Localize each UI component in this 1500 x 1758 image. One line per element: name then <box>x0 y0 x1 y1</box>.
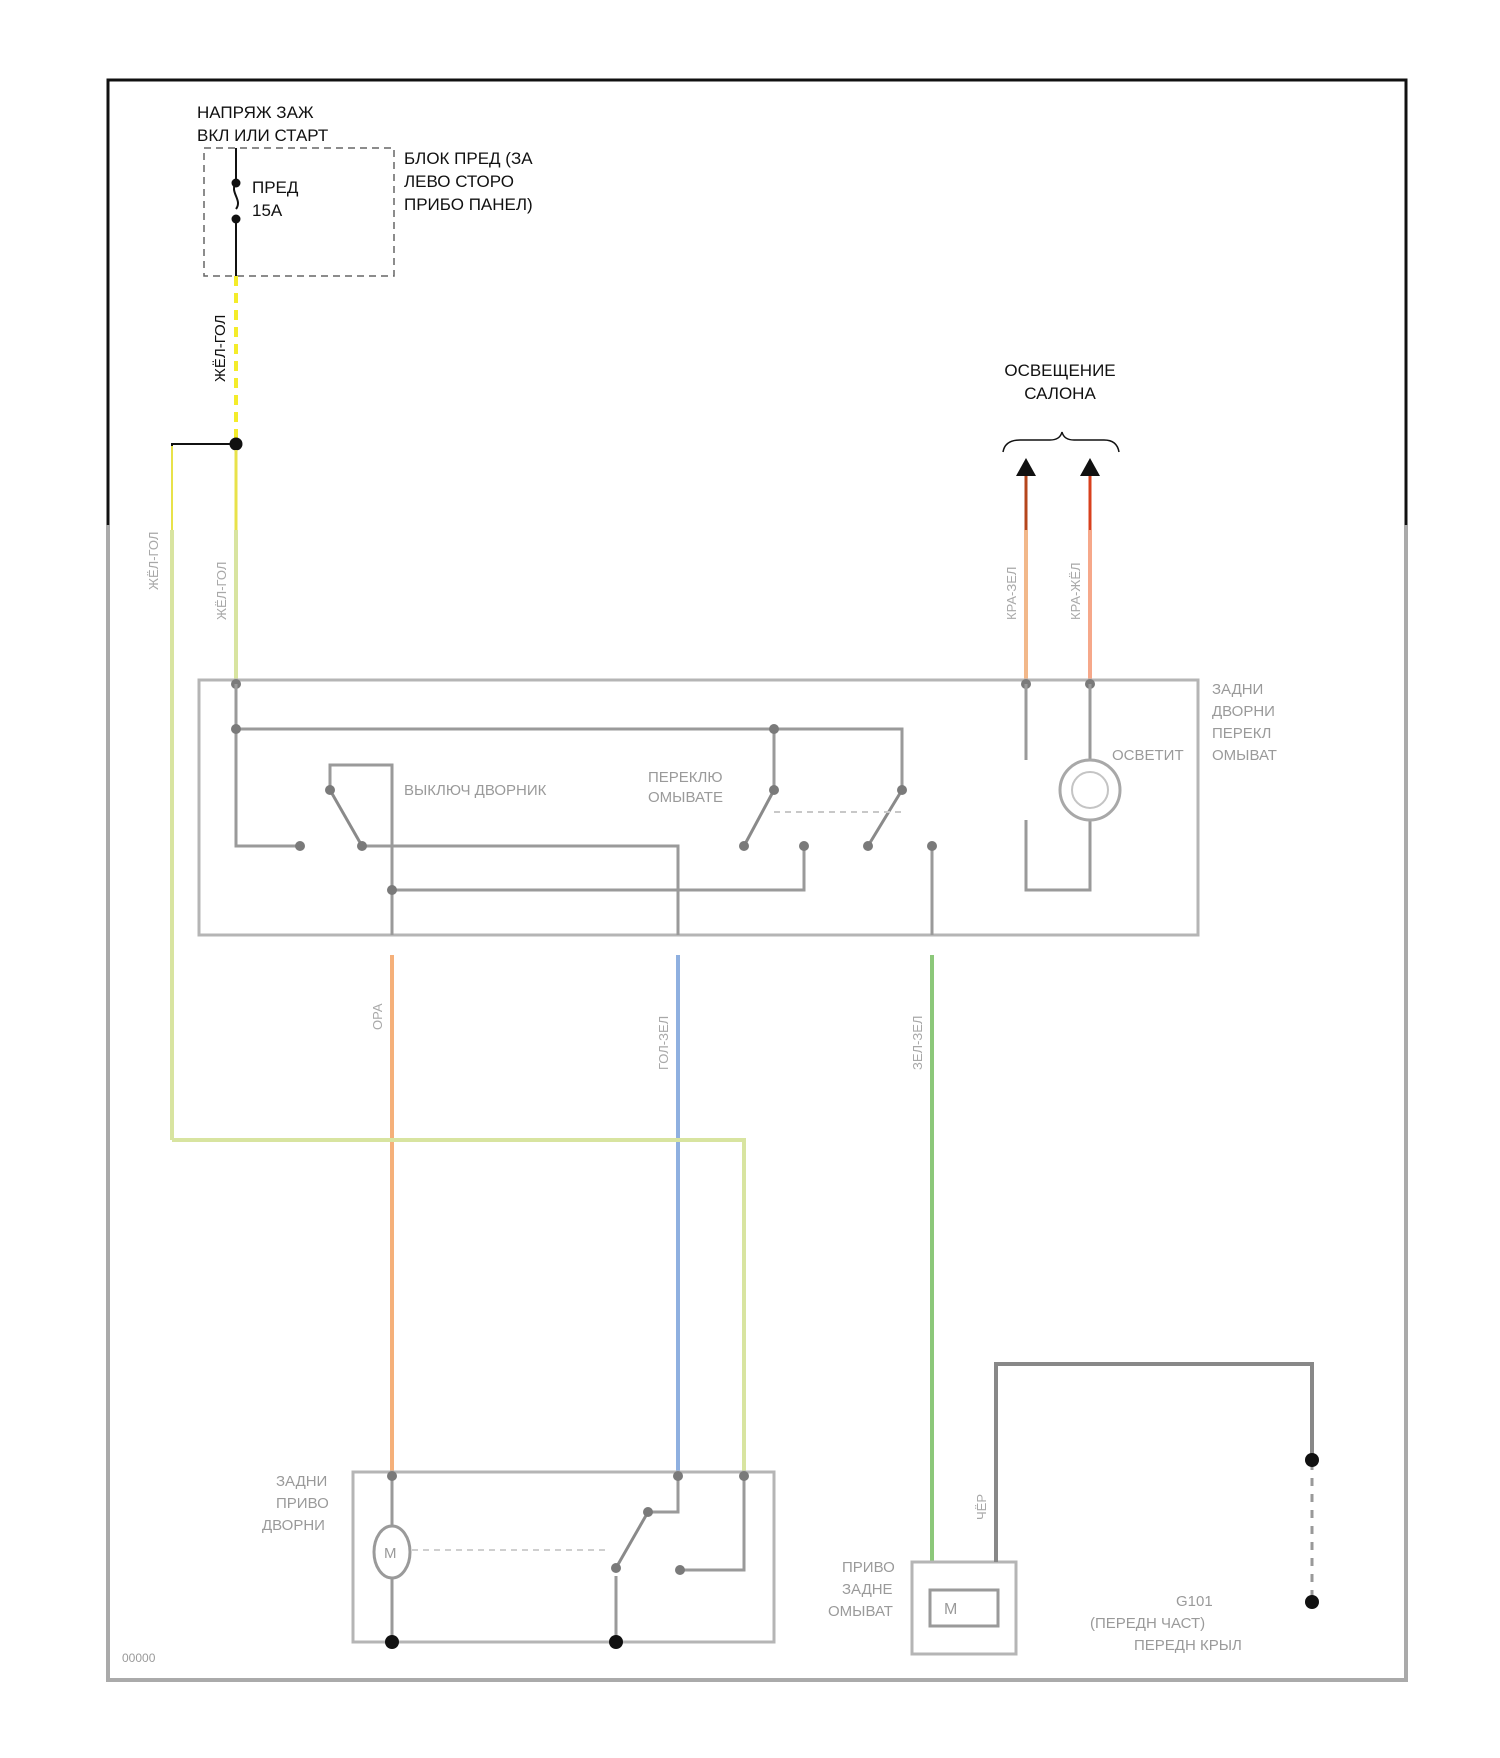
fuse-block-label-line2: ЛЕВО СТОРО <box>404 172 514 191</box>
wire-tag: КРА-ЖЁЛ <box>1068 562 1083 620</box>
pump-text: ЗАДНЕ <box>842 1581 893 1598</box>
wire-tag: ГОЛ-ЗЕЛ <box>656 1016 671 1070</box>
motor-text: ПРИВО <box>276 1495 329 1512</box>
motor-contact-dots <box>385 1471 749 1649</box>
fuse-label-line1: ПРЕД <box>252 178 299 197</box>
switch-text: ОСВЕТИТ <box>1112 747 1184 764</box>
pump-motor-icon <box>930 1590 998 1626</box>
ground-text: G101 <box>1176 1593 1213 1610</box>
switch-text: ОМЫВАТЕ <box>648 789 723 806</box>
switch-text: ОМЫВАТ <box>1212 747 1277 764</box>
rear-wiper-motor-box <box>353 1472 774 1642</box>
interior-light-brace <box>1003 432 1119 452</box>
wire-tag: ЗЕЛ-ЗЕЛ <box>910 1016 925 1070</box>
wire-tag: ЧЁР <box>974 1494 989 1520</box>
switch-text: ВЫКЛЮЧ ДВОРНИК <box>404 782 547 799</box>
arrow-up-icon <box>1016 458 1036 476</box>
wire-tag: ЖЁЛ-ГОЛ <box>214 562 229 620</box>
svg-text:M: M <box>384 1545 397 1562</box>
arrow-up-icon <box>1080 458 1100 476</box>
pump-text: ОМЫВАТ <box>828 1603 893 1620</box>
fuse-icon <box>232 148 241 276</box>
switch-internal-wiring <box>236 684 1090 935</box>
ground-connector-dot <box>1305 1595 1319 1609</box>
fuse-label-line2: 15A <box>252 201 283 220</box>
wire-tag: ОРА <box>370 1003 385 1030</box>
wire-tag: КРА-ЗЕЛ <box>1004 567 1019 620</box>
lamp-icon <box>1060 760 1120 820</box>
branch-wire-yellow <box>172 444 236 530</box>
motor-internal-wiring <box>392 1476 744 1642</box>
switch-text: ПЕРЕКЛ <box>1212 725 1271 742</box>
motor-icon: M <box>374 1526 410 1578</box>
motor-switch-blade <box>616 1512 648 1568</box>
interior-light-label-line2: САЛОНА <box>1024 384 1096 403</box>
ground-text: ПЕРЕДН КРЫЛ <box>1134 1637 1242 1654</box>
rear-wiper-switch-box <box>199 680 1198 935</box>
switch-text: ДВОРНИ <box>1212 703 1275 720</box>
ground-text: (ПЕРЕДН ЧАСТ) <box>1090 1615 1205 1632</box>
switch-text: ЗАДНИ <box>1212 681 1263 698</box>
wire-tag: ЖЁЛ-ГОЛ <box>146 532 161 590</box>
wire-yellow-green-crossover <box>172 1140 744 1472</box>
switch-text: ПЕРЕКЛЮ <box>648 769 723 786</box>
motor-text: ЗАДНИ <box>276 1473 327 1490</box>
ignition-label-line2: ВКЛ ИЛИ СТАРТ <box>197 126 328 145</box>
ignition-label-line1: НАПРЯЖ ЗАЖ <box>197 103 314 122</box>
pump-text: ПРИВО <box>842 1559 895 1576</box>
feed-wire-label: ЖЁЛ-ГОЛ <box>212 315 229 382</box>
interior-light-label-line1: ОСВЕЩЕНИЕ <box>1004 361 1115 380</box>
motor-text: ДВОРНИ <box>262 1517 325 1534</box>
fuse-block-label-line1: БЛОК ПРЕД (ЗА <box>404 149 533 168</box>
switch-contact-dots <box>231 724 937 895</box>
diagram-code: 00000 <box>122 1651 156 1665</box>
washer-pump-box <box>912 1562 1016 1654</box>
pump-ground-wire <box>996 1364 1312 1562</box>
ground-connector-dot <box>1305 1453 1319 1467</box>
pump-motor-glyph: M <box>944 1601 957 1618</box>
fuse-block-outline <box>204 148 394 276</box>
fuse-block-label-line3: ПРИБО ПАНЕЛ) <box>404 195 533 214</box>
